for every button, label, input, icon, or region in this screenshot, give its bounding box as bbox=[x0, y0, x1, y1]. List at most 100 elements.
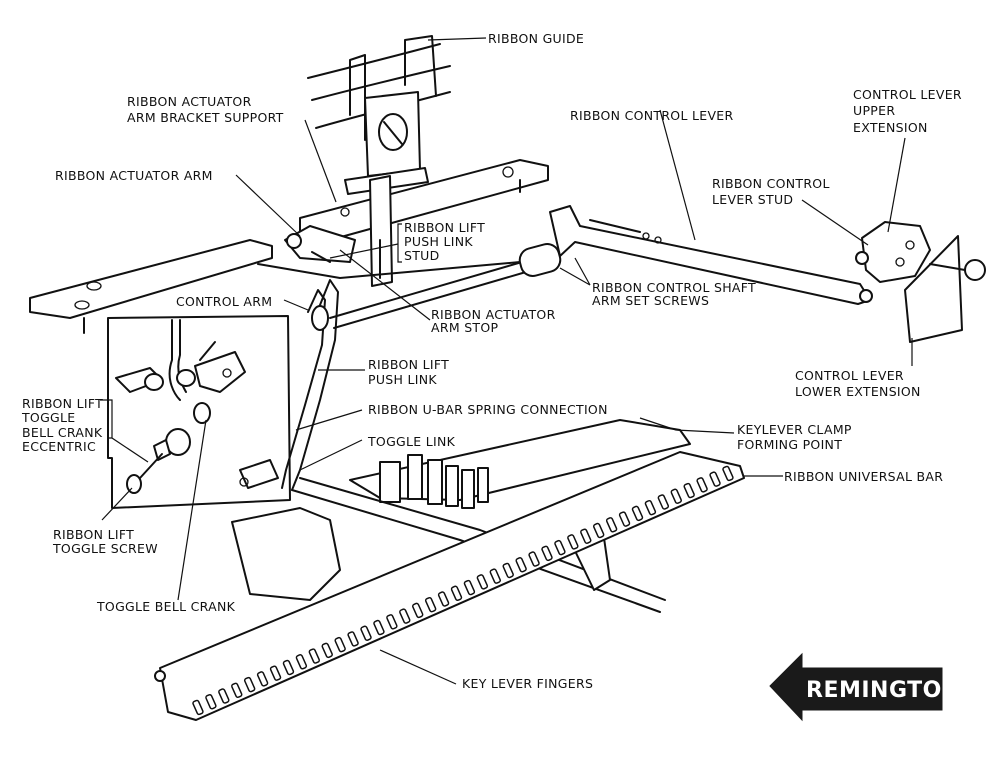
key-lever-finger bbox=[282, 659, 295, 676]
leader-lines bbox=[100, 37, 913, 685]
left-arrow-icon bbox=[769, 652, 943, 722]
key-lever-finger bbox=[657, 494, 670, 510]
svg-text:RIBBON LIFT: RIBBON LIFT bbox=[53, 527, 134, 542]
svg-text:RIBBON U-BAR SPRING CONNECTION: RIBBON U-BAR SPRING CONNECTION bbox=[368, 402, 608, 417]
label-control-lever-lower-extension: CONTROL LEVER LOWER EXTENSION bbox=[795, 368, 921, 399]
label-toggle-bell-crank: TOGGLE BELL CRANK bbox=[96, 599, 236, 614]
key-lever-finger bbox=[541, 545, 553, 562]
key-lever-finger bbox=[476, 574, 489, 590]
key-lever-finger bbox=[528, 551, 540, 567]
svg-text:UPPER: UPPER bbox=[853, 103, 895, 118]
label-control-arm: CONTROL ARM bbox=[176, 294, 272, 309]
key-lever-finger bbox=[644, 499, 657, 516]
label-actuator-arm: RIBBON ACTUATOR ARM bbox=[55, 168, 213, 183]
key-lever-finger bbox=[399, 608, 411, 624]
key-lever-finger bbox=[295, 654, 308, 670]
svg-text:ECCENTRIC: ECCENTRIC bbox=[22, 439, 96, 454]
key-lever-finger bbox=[683, 482, 695, 499]
svg-text:RIBBON CONTROL LEVER: RIBBON CONTROL LEVER bbox=[570, 108, 733, 123]
key-lever-finger bbox=[580, 528, 592, 544]
svg-text:TOGGLE SCREW: TOGGLE SCREW bbox=[52, 541, 158, 556]
svg-text:KEY LEVER FINGERS: KEY LEVER FINGERS bbox=[462, 676, 593, 691]
key-lever-finger bbox=[386, 614, 398, 630]
svg-text:CONTROL LEVER: CONTROL LEVER bbox=[795, 368, 904, 383]
key-lever-finger bbox=[321, 642, 333, 659]
label-control-shaft-set-screws: RIBBON CONTROL SHAFT ARM SET SCREWS bbox=[592, 280, 756, 308]
actuator-push-link-stud bbox=[369, 175, 393, 287]
svg-text:EXTENSION: EXTENSION bbox=[853, 120, 928, 135]
svg-text:ARM BRACKET SUPPORT: ARM BRACKET SUPPORT bbox=[127, 110, 284, 125]
label-actuator-bracket-support: RIBBON ACTUATOR ARM BRACKET SUPPORT bbox=[127, 94, 284, 125]
key-lever-finger bbox=[334, 636, 346, 653]
key-lever-finger bbox=[412, 602, 424, 619]
key-lever-finger bbox=[567, 534, 579, 550]
svg-text:RIBBON ACTUATOR: RIBBON ACTUATOR bbox=[431, 307, 556, 322]
label-keylever-clamp-forming-point: KEYLEVER CLAMP FORMING POINT bbox=[737, 422, 852, 452]
svg-text:STUD: STUD bbox=[404, 248, 440, 263]
svg-text:RIBBON LIFT: RIBBON LIFT bbox=[22, 396, 103, 411]
key-lever-finger bbox=[605, 517, 618, 533]
svg-text:ARM STOP: ARM STOP bbox=[431, 320, 499, 335]
label-key-lever-fingers: KEY LEVER FINGERS bbox=[462, 676, 593, 691]
label-toggle-screw: RIBBON LIFT TOGGLE SCREW bbox=[52, 527, 158, 556]
label-control-lever-stud: RIBBON CONTROL LEVER STUD bbox=[712, 176, 830, 207]
svg-text:RIBBON CONTROL: RIBBON CONTROL bbox=[712, 176, 830, 191]
key-lever-finger bbox=[489, 568, 501, 584]
svg-text:CONTROL ARM: CONTROL ARM bbox=[176, 294, 272, 309]
key-lever-finger bbox=[502, 562, 514, 579]
ribbon-guide-part bbox=[307, 35, 451, 195]
svg-text:RIBBON GUIDE: RIBBON GUIDE bbox=[488, 31, 584, 46]
label-control-lever-upper-extension: CONTROL LEVER UPPER EXTENSION bbox=[853, 87, 962, 135]
key-lever-finger bbox=[231, 682, 243, 699]
svg-text:RIBBON CONTROL SHAFT: RIBBON CONTROL SHAFT bbox=[592, 280, 756, 295]
inset-detail-box bbox=[107, 315, 291, 509]
key-lever-finger bbox=[360, 625, 372, 641]
svg-text:BELL CRANK: BELL CRANK bbox=[22, 425, 103, 440]
label-ribbon-control-lever: RIBBON CONTROL LEVER bbox=[570, 108, 733, 123]
label-u-bar-spring-connection: RIBBON U-BAR SPRING CONNECTION bbox=[368, 402, 608, 417]
svg-text:KEYLEVER CLAMP: KEYLEVER CLAMP bbox=[737, 422, 852, 437]
svg-text:ARM SET SCREWS: ARM SET SCREWS bbox=[592, 293, 709, 308]
label-lift-push-link-stud: RIBBON LIFT PUSH LINK STUD bbox=[404, 220, 485, 263]
key-lever-finger bbox=[192, 699, 204, 716]
brand-text: REMINGTON bbox=[806, 678, 961, 703]
label-ribbon-guide: RIBBON GUIDE bbox=[488, 31, 584, 46]
key-lever-finger bbox=[205, 694, 217, 710]
svg-text:RIBBON ACTUATOR ARM: RIBBON ACTUATOR ARM bbox=[55, 168, 213, 183]
remington-arrow-badge: REMINGTON bbox=[769, 652, 961, 722]
svg-text:TOGGLE BELL CRANK: TOGGLE BELL CRANK bbox=[96, 599, 236, 614]
key-lever-finger bbox=[269, 665, 282, 681]
svg-text:FORMING POINT: FORMING POINT bbox=[737, 437, 842, 452]
key-lever-finger bbox=[696, 477, 708, 493]
key-lever-finger bbox=[437, 591, 450, 607]
label-ribbon-universal-bar: RIBBON UNIVERSAL BAR bbox=[784, 469, 943, 484]
label-toggle-eccentric: RIBBON LIFT TOGGLE BELL CRANK ECCENTRIC bbox=[21, 396, 103, 454]
key-lever-fingers-part bbox=[192, 465, 734, 716]
key-lever-finger bbox=[670, 488, 682, 504]
key-lever-finger bbox=[709, 471, 721, 487]
svg-text:RIBBON LIFT: RIBBON LIFT bbox=[404, 220, 485, 235]
key-lever-finger bbox=[593, 522, 605, 539]
control-arm-push-link bbox=[281, 279, 339, 491]
svg-text:RIBBON LIFT: RIBBON LIFT bbox=[368, 357, 449, 372]
key-lever-finger bbox=[463, 579, 476, 596]
svg-text:PUSH LINK: PUSH LINK bbox=[404, 234, 473, 249]
actuator-arm bbox=[284, 225, 356, 263]
key-lever-finger bbox=[308, 648, 321, 664]
key-lever-finger bbox=[347, 631, 359, 647]
key-lever-finger bbox=[631, 505, 644, 522]
svg-text:PUSH LINK: PUSH LINK bbox=[368, 372, 437, 387]
key-lever-finger bbox=[256, 671, 269, 687]
svg-text:LOWER EXTENSION: LOWER EXTENSION bbox=[795, 384, 921, 399]
left-base-plate bbox=[29, 239, 521, 334]
key-lever-finger bbox=[515, 557, 527, 573]
universal-bar-part bbox=[154, 451, 745, 721]
svg-text:LEVER STUD: LEVER STUD bbox=[712, 192, 793, 207]
key-lever-finger bbox=[722, 465, 734, 482]
key-lever-finger bbox=[373, 619, 385, 636]
svg-text:CONTROL LEVER: CONTROL LEVER bbox=[853, 87, 962, 102]
label-lift-push-link: RIBBON LIFT PUSH LINK bbox=[368, 357, 449, 387]
svg-text:RIBBON ACTUATOR: RIBBON ACTUATOR bbox=[127, 94, 252, 109]
key-lever-finger bbox=[618, 511, 631, 527]
